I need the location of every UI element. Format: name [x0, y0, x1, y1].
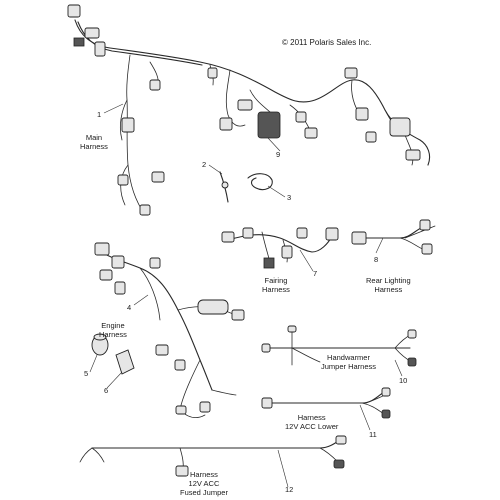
- callout-1: 1: [97, 110, 102, 119]
- rear-lighting-harness-label: Rear Lighting Harness: [366, 276, 411, 294]
- engine-harness-drawing: [94, 242, 245, 419]
- callout-2: 2: [202, 160, 207, 169]
- callout-7: 7: [313, 269, 318, 278]
- fairing-harness-drawing: [221, 227, 339, 269]
- callout-leaders: [89, 103, 403, 488]
- callout-3: 3: [287, 193, 292, 202]
- callout-11: 11: [369, 430, 377, 439]
- acc-lower-drawing: [261, 387, 391, 419]
- callout-9: 9: [276, 150, 281, 159]
- acc-fused-jumper-label: Harness 12V ACC Fused Jumper: [180, 470, 228, 497]
- main-harness-drawing: [67, 4, 431, 216]
- callout-5: 5: [84, 369, 89, 378]
- acc-fused-jumper-drawing: [79, 435, 347, 477]
- callout-6: 6: [104, 386, 109, 395]
- handwarmer-jumper-label: Handwarmer Jumper Harness: [321, 353, 377, 371]
- handwarmer-jumper-drawing: [261, 325, 417, 367]
- rear-lighting-harness-drawing: [351, 219, 436, 255]
- copyright-text: © 2011 Polaris Sales Inc.: [282, 38, 372, 47]
- fairing-harness-label: Fairing Harness: [262, 276, 290, 294]
- callout-10: 10: [399, 376, 408, 385]
- acc-lower-label: Harness 12V ACC Lower: [285, 413, 339, 431]
- engine-harness-label: Engine Harness: [99, 321, 127, 339]
- callout-4: 4: [127, 303, 132, 312]
- main-harness-label: Main Harness: [80, 133, 108, 151]
- boots-drawing: [91, 333, 135, 375]
- tie-and-clip-drawing: [219, 171, 273, 203]
- callout-8: 8: [374, 255, 379, 264]
- callout-12: 12: [285, 485, 294, 494]
